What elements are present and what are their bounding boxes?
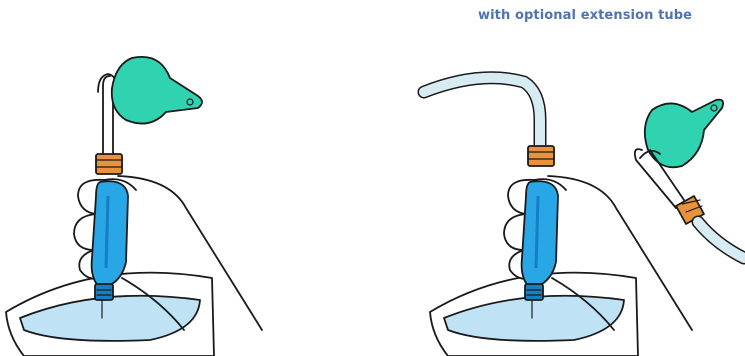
bulb-bottle-right — [520, 180, 559, 301]
nasal-mask-right — [643, 98, 725, 169]
basin-left — [5, 271, 215, 356]
connector-left — [95, 153, 123, 175]
extension-tube-segment — [691, 215, 745, 265]
basin-right — [429, 271, 639, 356]
extension-tube-long — [417, 71, 547, 153]
connector-right — [527, 145, 555, 167]
extension-tube-caption: with optional extension tube — [478, 8, 693, 23]
standard-illustration — [5, 56, 263, 356]
mask-short-tube-right — [633, 148, 685, 209]
nasal-mask-left — [110, 56, 203, 125]
bulb-bottle-left — [90, 180, 129, 301]
extension-illustration — [417, 71, 745, 356]
